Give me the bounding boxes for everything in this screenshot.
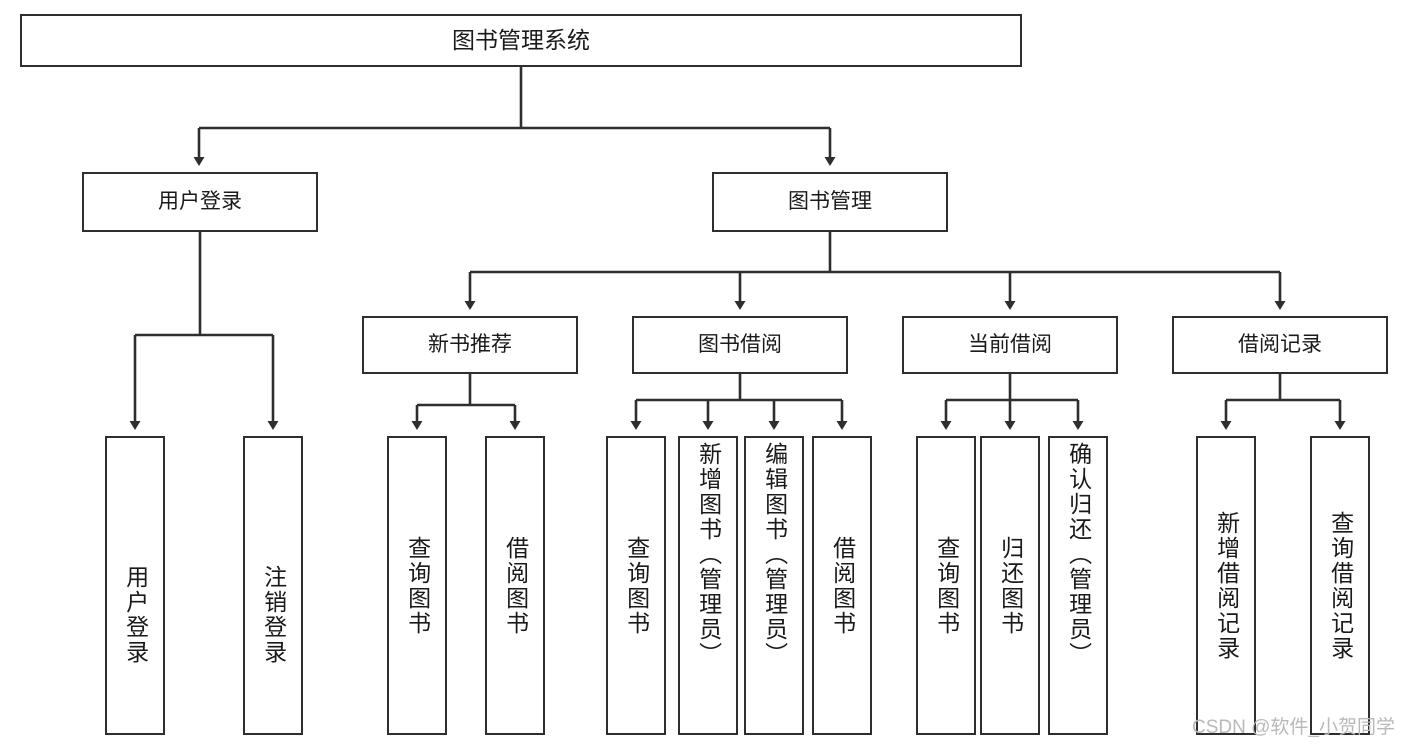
node-borrow-record-label: 借阅记录 xyxy=(1238,332,1322,356)
leaf-node-label: 新增图书（管理员） xyxy=(695,442,722,667)
node-user-login[interactable]: 用户登录 xyxy=(82,172,318,232)
leaf-node[interactable]: 编辑图书（管理员） xyxy=(744,436,804,735)
node-current-borrow-label: 当前借阅 xyxy=(968,332,1052,356)
node-book-management-label: 图书管理 xyxy=(788,189,872,213)
leaf-node[interactable]: 归还图书 xyxy=(980,436,1040,735)
leaf-node[interactable]: 查询图书 xyxy=(606,436,666,735)
leaf-node[interactable]: 新增图书（管理员） xyxy=(678,436,738,735)
leaf-node[interactable]: 借阅图书 xyxy=(812,436,872,735)
node-root-system[interactable]: 图书管理系统 xyxy=(20,14,1022,67)
leaf-node[interactable]: 查询图书 xyxy=(916,436,976,735)
leaf-node-label: 用户登录 xyxy=(122,565,149,665)
node-book-management[interactable]: 图书管理 xyxy=(712,172,948,232)
leaf-node-label: 编辑图书（管理员） xyxy=(761,442,788,667)
leaf-node[interactable]: 用户登录 xyxy=(105,436,165,735)
leaf-node[interactable]: 查询图书 xyxy=(387,436,447,735)
leaf-node-label: 新增借阅记录 xyxy=(1213,510,1240,661)
leaf-node-label: 注销登录 xyxy=(260,565,287,665)
node-current-borrow[interactable]: 当前借阅 xyxy=(902,316,1118,374)
watermark-text: CSDN @软件_小贺同学 xyxy=(1192,717,1395,738)
node-book-borrow[interactable]: 图书借阅 xyxy=(632,316,848,374)
leaf-node-label: 查询借阅记录 xyxy=(1327,510,1354,661)
leaf-node-label: 查询图书 xyxy=(404,535,431,636)
leaf-node-label: 归还图书 xyxy=(997,535,1024,636)
leaf-node[interactable]: 新增借阅记录 xyxy=(1196,436,1256,735)
leaf-node-label: 查询图书 xyxy=(933,535,960,636)
leaf-node-label: 借阅图书 xyxy=(502,535,529,636)
node-user-login-label: 用户登录 xyxy=(158,189,242,213)
leaf-node[interactable]: 确认归还（管理员） xyxy=(1048,436,1108,735)
leaf-node[interactable]: 借阅图书 xyxy=(485,436,545,735)
node-borrow-record[interactable]: 借阅记录 xyxy=(1172,316,1388,374)
leaf-node[interactable]: 注销登录 xyxy=(243,436,303,735)
leaf-node-label: 确认归还（管理员） xyxy=(1065,442,1092,667)
node-new-book-recommend[interactable]: 新书推荐 xyxy=(362,316,578,374)
leaf-node-label: 借阅图书 xyxy=(829,535,856,636)
leaf-node-label: 查询图书 xyxy=(623,535,650,636)
node-root-label: 图书管理系统 xyxy=(452,26,590,53)
leaf-node[interactable]: 查询借阅记录 xyxy=(1310,436,1370,735)
node-book-borrow-label: 图书借阅 xyxy=(698,332,782,356)
node-new-book-recommend-label: 新书推荐 xyxy=(428,332,512,356)
